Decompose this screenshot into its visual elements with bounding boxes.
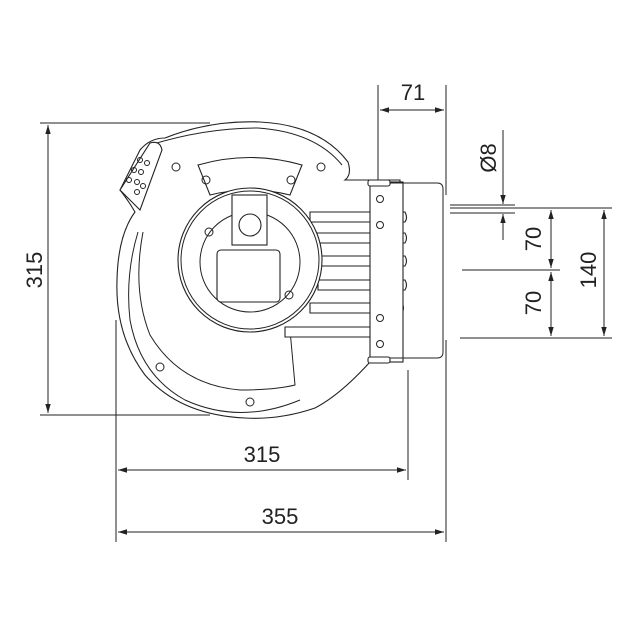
dim-body-width: 315 [244, 442, 281, 467]
dimension-labels: 71 Ø8 70 70 140 315 315 355 [22, 80, 601, 529]
dim-hole-span: 140 [576, 252, 601, 289]
dimension-lines [40, 85, 612, 542]
hub-block [216, 249, 281, 303]
axle [238, 213, 262, 237]
dim-bracket-depth: 71 [401, 80, 425, 105]
dim-overall-width: 355 [262, 504, 299, 529]
hose-reel [116, 121, 444, 419]
dim-hole-diameter: Ø8 [476, 143, 501, 172]
guide-loop [390, 182, 444, 359]
vent-holes [126, 157, 150, 195]
dim-lower-spacing: 70 [521, 291, 546, 315]
reel-rim [149, 127, 343, 166]
dim-upper-spacing: 70 [521, 227, 546, 251]
vent-grille [119, 141, 163, 211]
wall-bracket [369, 181, 404, 363]
dim-height: 315 [22, 252, 47, 289]
